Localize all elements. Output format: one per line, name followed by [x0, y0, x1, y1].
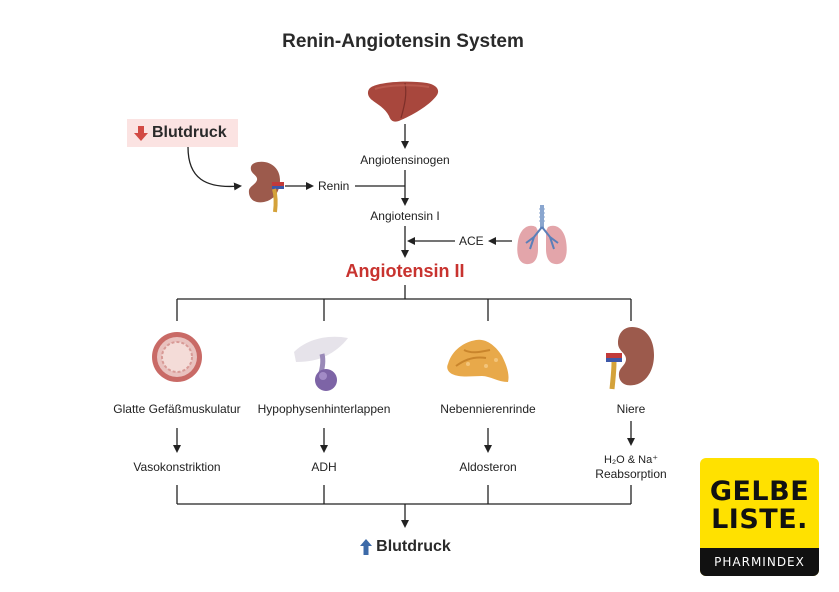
effect-label-adh: ADH — [311, 460, 337, 474]
organ-label-adrenal-cortex: Nebennierenrinde — [440, 402, 536, 416]
angiotensinogen-label: Angiotensinogen — [360, 153, 450, 167]
blutdruck-top-label: Blutdruck — [152, 124, 227, 141]
logo-wordmark: GELBE LISTE. — [700, 478, 819, 534]
lungs-icon — [517, 205, 567, 265]
logo-line1: GELBE — [709, 476, 810, 507]
logo-subtitle: PHARMINDEX — [700, 548, 819, 576]
blutdruck-decrease-badge: Blutdruck — [127, 119, 238, 147]
kidney-icon — [606, 327, 654, 390]
adrenal-gland-icon — [447, 339, 509, 382]
kidney-icon — [248, 161, 284, 213]
effect-label-reabsorption: Reabsorption — [595, 467, 667, 481]
ace-label: ACE — [459, 234, 484, 248]
arrow-blutdruck-to-kidney — [187, 146, 242, 191]
effect-label-vasoconstriction: Vasokonstriktion — [133, 460, 221, 474]
organ-label-pituitary: Hypophysenhinterlappen — [257, 402, 391, 416]
arrow-up-icon — [360, 539, 373, 555]
page-title: Renin-Angiotensin System — [282, 31, 524, 52]
gelbe-liste-logo: GELBE LISTE. PHARMINDEX — [700, 458, 819, 576]
blutdruck-bottom-label: Blutdruck — [376, 538, 451, 555]
liver-icon — [367, 81, 439, 122]
organ-label-kidney: Niere — [616, 402, 646, 416]
effect-label-aldosterone: Aldosteron — [459, 460, 517, 474]
angiotensin2-label: Angiotensin II — [345, 261, 465, 281]
effect-label-water-sodium: H₂O & Na⁺ — [603, 454, 659, 466]
blutdruck-increase-label-group: Blutdruck — [330, 538, 480, 556]
logo-line2: LISTE. — [711, 504, 808, 535]
renin-label: Renin — [318, 179, 350, 193]
arrow-down-icon — [134, 126, 148, 141]
angiotensin1-label: Angiotensin I — [370, 209, 440, 223]
organ-label-smooth-muscle: Glatte Gefäßmuskulatur — [113, 402, 241, 416]
artery-icon — [152, 332, 202, 382]
pituitary-icon — [294, 336, 348, 391]
